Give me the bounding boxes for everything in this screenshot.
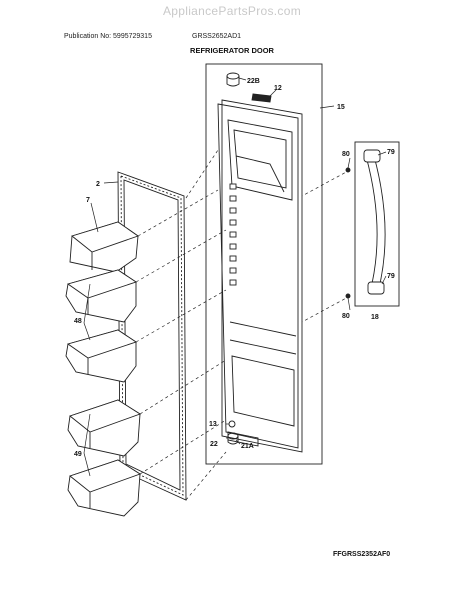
model-number: GRSS2652AD1 xyxy=(192,33,242,40)
callout-leader-lines xyxy=(83,77,387,477)
watermark: AppliancePartsPros.com xyxy=(163,4,301,18)
callout-handle: 18 xyxy=(371,314,379,321)
door-handle xyxy=(363,149,386,295)
callout-gasket: 2 xyxy=(96,181,100,188)
assembly-guide-lines xyxy=(135,149,351,501)
callout-label-plate: 12 xyxy=(274,85,282,92)
door-bin-upper-2 xyxy=(65,329,138,383)
callout-door-assembly: 15 xyxy=(337,104,345,111)
figure-code: FFGRSS2352AF0 xyxy=(333,551,391,558)
callout-bushing: 22 xyxy=(210,441,218,448)
dairy-door xyxy=(69,221,139,273)
callout-bins-upper: 48 xyxy=(74,318,82,325)
door-bin-lower-2 xyxy=(67,459,142,517)
liner-shelf-retainers xyxy=(229,183,237,286)
callout-dairy-door: 7 xyxy=(86,197,90,204)
callout-handle-screw-top: 80 xyxy=(342,151,350,158)
callout-endcap-top: 79 xyxy=(387,149,395,156)
handle-kit-frame xyxy=(354,141,400,307)
callout-bins-lower: 49 xyxy=(74,451,82,458)
publication-number: Publication No: 5995729315 xyxy=(64,33,152,40)
callout-handle-screw-bottom: 80 xyxy=(342,313,350,320)
callout-cap-top: 22B xyxy=(247,78,260,85)
callout-hinge-cam: 21A xyxy=(241,443,254,450)
callout-endcap-bottom: 79 xyxy=(387,273,395,280)
door-assembly-frame xyxy=(205,63,323,465)
top-cap xyxy=(226,72,240,87)
door-bin-lower-1 xyxy=(67,399,142,457)
label-plate xyxy=(251,93,272,103)
door-liner xyxy=(217,99,303,453)
diagram-title: REFRIGERATOR DOOR xyxy=(190,46,274,55)
callout-hinge-screw: 13 xyxy=(209,421,217,428)
door-bin-upper-1 xyxy=(65,269,138,323)
